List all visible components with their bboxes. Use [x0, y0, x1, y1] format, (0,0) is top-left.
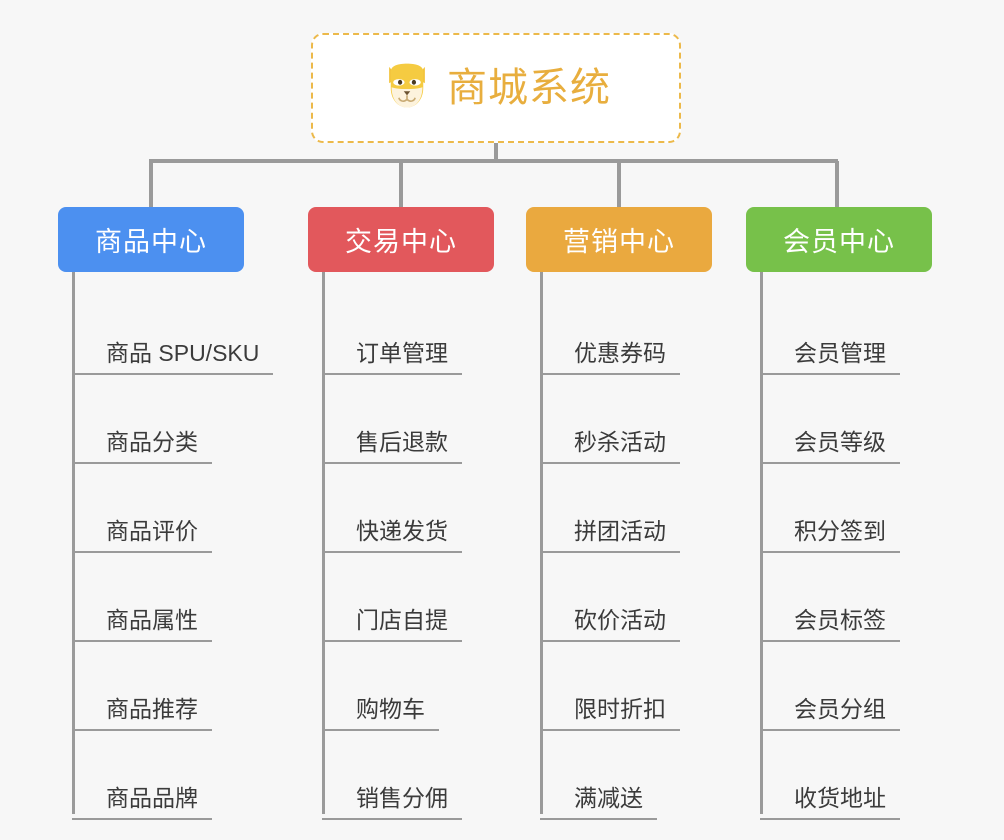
- leaf-label: 商品分类: [72, 428, 212, 464]
- leaf-item[interactable]: 会员标签: [760, 553, 932, 642]
- leaf-label: 商品评价: [72, 517, 212, 553]
- branch-header-label: 交易中心: [345, 227, 457, 257]
- leaf-item[interactable]: 拼团活动: [540, 464, 712, 553]
- leaf-label: 秒杀活动: [540, 428, 680, 464]
- leaf-label: 购物车: [322, 695, 439, 731]
- branch-header-label: 营销中心: [563, 227, 675, 257]
- branch-header-label: 会员中心: [783, 227, 895, 257]
- leaf-item[interactable]: 商品分类: [72, 375, 244, 464]
- leaf-item[interactable]: 会员管理: [760, 286, 932, 375]
- leaf-label: 商品品牌: [72, 784, 212, 820]
- leaf-item[interactable]: 订单管理: [322, 286, 494, 375]
- leaf-label: 砍价活动: [540, 606, 680, 642]
- root-title: 商城系统: [447, 66, 611, 110]
- leaf-item[interactable]: 售后退款: [322, 375, 494, 464]
- leaf-label: 优惠券码: [540, 339, 680, 375]
- leaf-label: 拼团活动: [540, 517, 680, 553]
- branch-column-marketing: 营销中心 优惠券码 秒杀活动 拼团活动 砍价活动 限时折扣 满减送: [526, 207, 712, 820]
- shiba-dog-face-icon: [389, 63, 425, 108]
- leaf-item[interactable]: 商品推荐: [72, 642, 244, 731]
- leaf-label: 商品推荐: [72, 695, 212, 731]
- branch-header-label: 商品中心: [95, 227, 207, 257]
- leaf-label: 会员标签: [760, 606, 900, 642]
- leaf-item[interactable]: 门店自提: [322, 553, 494, 642]
- leaf-item[interactable]: 砍价活动: [540, 553, 712, 642]
- leaf-list-product: 商品 SPU/SKU 商品分类 商品评价 商品属性 商品推荐 商品品牌: [72, 272, 274, 820]
- leaf-item[interactable]: 积分签到: [760, 464, 932, 553]
- leaf-label: 订单管理: [322, 339, 462, 375]
- leaf-list-marketing: 优惠券码 秒杀活动 拼团活动 砍价活动 限时折扣 满减送: [540, 272, 712, 820]
- leaf-label: 销售分佣: [322, 784, 462, 820]
- leaf-item[interactable]: 满减送: [540, 731, 712, 820]
- leaf-item[interactable]: 快递发货: [322, 464, 494, 553]
- leaf-label: 商品属性: [72, 606, 212, 642]
- leaf-label: 满减送: [540, 784, 657, 820]
- leaf-label: 门店自提: [322, 606, 462, 642]
- leaf-label: 会员等级: [760, 428, 900, 464]
- leaf-item[interactable]: 商品属性: [72, 553, 244, 642]
- leaf-label: 商品 SPU/SKU: [72, 339, 274, 375]
- leaf-item[interactable]: 商品 SPU/SKU: [72, 286, 274, 375]
- leaf-trunk: [540, 272, 543, 814]
- leaf-trunk: [760, 272, 763, 814]
- branch-header-product[interactable]: 商品中心: [58, 207, 244, 272]
- leaf-label: 会员分组: [760, 695, 900, 731]
- branch-header-member[interactable]: 会员中心: [746, 207, 932, 272]
- branch-column-member: 会员中心 会员管理 会员等级 积分签到 会员标签 会员分组 收货地址: [746, 207, 932, 820]
- leaf-item[interactable]: 限时折扣: [540, 642, 712, 731]
- leaf-item[interactable]: 会员分组: [760, 642, 932, 731]
- branch-header-trade[interactable]: 交易中心: [308, 207, 494, 272]
- leaf-item[interactable]: 秒杀活动: [540, 375, 712, 464]
- branch-column-trade: 交易中心 订单管理 售后退款 快递发货 门店自提 购物车 销售分佣: [308, 207, 494, 820]
- leaf-list-member: 会员管理 会员等级 积分签到 会员标签 会员分组 收货地址: [760, 272, 932, 820]
- leaf-item[interactable]: 商品品牌: [72, 731, 244, 820]
- leaf-item[interactable]: 购物车: [322, 642, 494, 731]
- leaf-trunk: [72, 272, 75, 814]
- leaf-label: 快递发货: [322, 517, 462, 553]
- leaf-item[interactable]: 商品评价: [72, 464, 244, 553]
- leaf-trunk: [322, 272, 325, 814]
- branch-header-marketing[interactable]: 营销中心: [526, 207, 712, 272]
- leaf-label: 限时折扣: [540, 695, 680, 731]
- root-node[interactable]: 商城系统: [311, 33, 681, 143]
- leaf-item[interactable]: 收货地址: [760, 731, 932, 820]
- leaf-label: 积分签到: [760, 517, 900, 553]
- leaf-list-trade: 订单管理 售后退款 快递发货 门店自提 购物车 销售分佣: [322, 272, 494, 820]
- leaf-item[interactable]: 会员等级: [760, 375, 932, 464]
- leaf-item[interactable]: 销售分佣: [322, 731, 494, 820]
- leaf-item[interactable]: 优惠券码: [540, 286, 712, 375]
- branch-column-product: 商品中心 商品 SPU/SKU 商品分类 商品评价 商品属性 商品推荐 商品品牌: [58, 207, 274, 820]
- leaf-label: 会员管理: [760, 339, 900, 375]
- leaf-label: 收货地址: [760, 784, 900, 820]
- leaf-label: 售后退款: [322, 428, 462, 464]
